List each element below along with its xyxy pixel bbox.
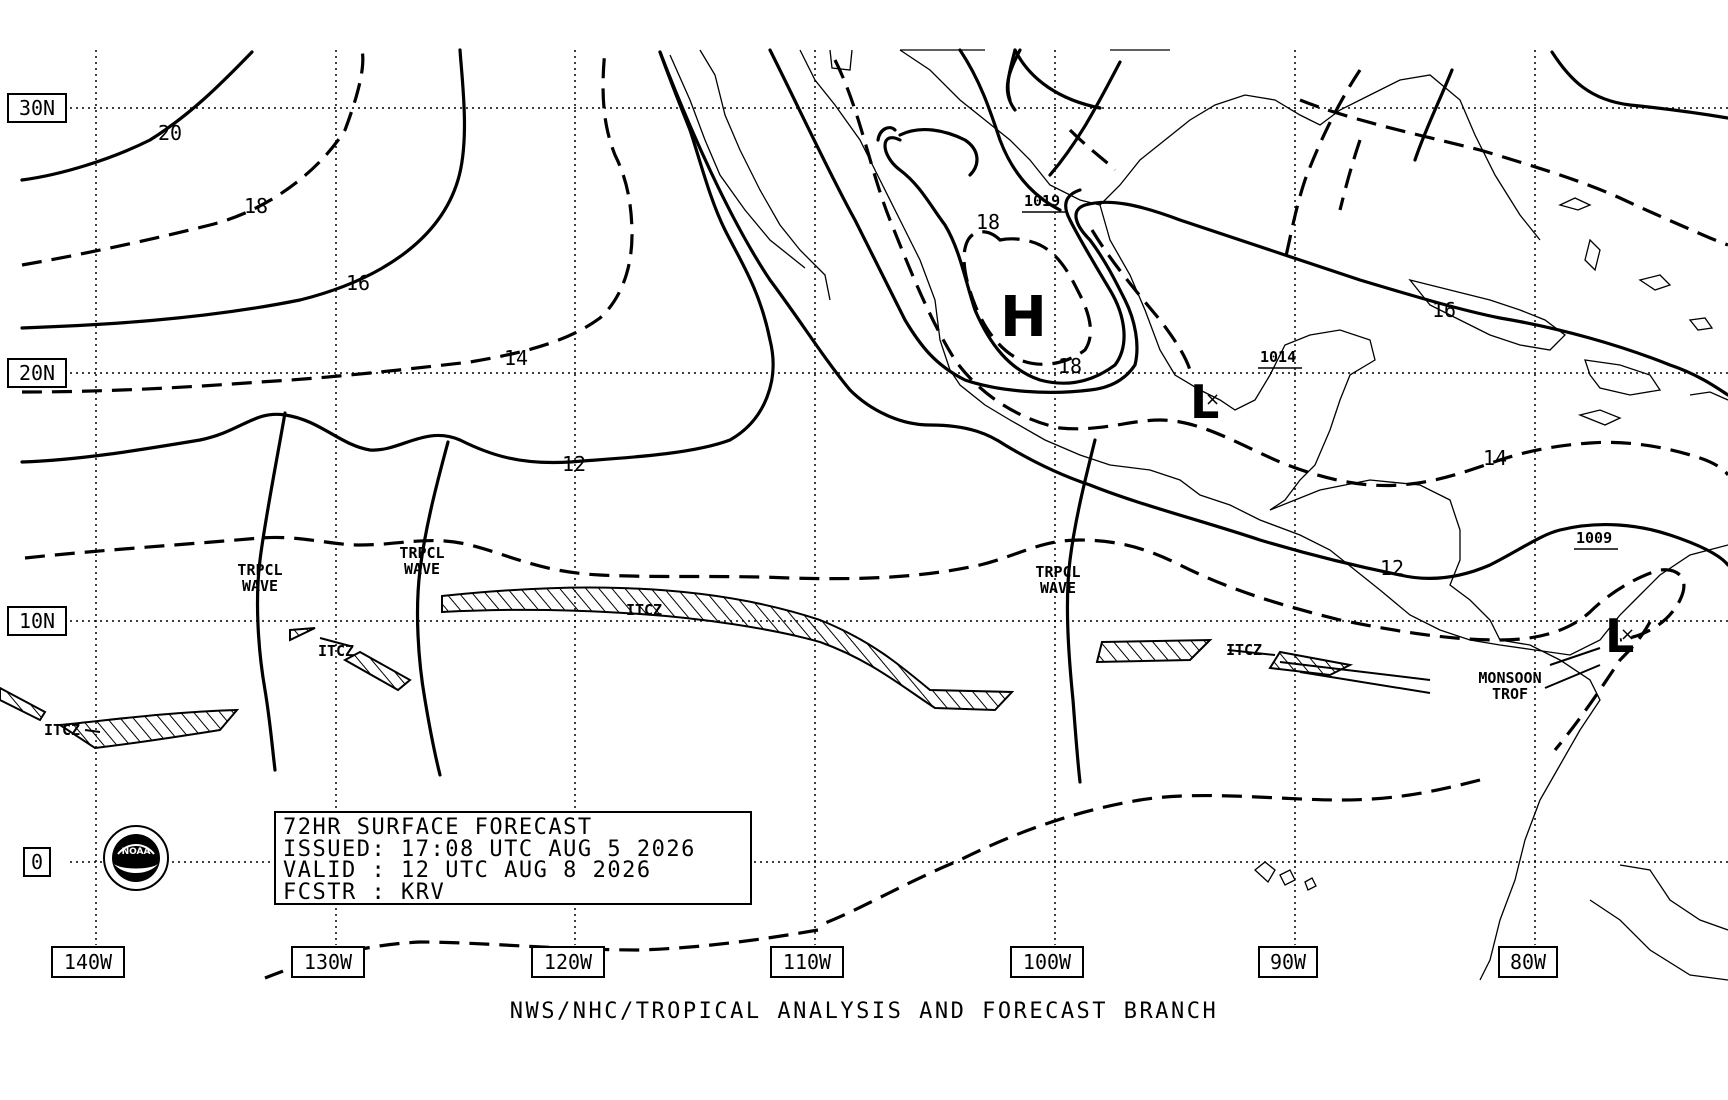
itcz-label: ITCZ: [318, 642, 354, 660]
forecast-title: 72HR SURFACE FORECAST: [283, 815, 593, 840]
itcz-label: ITCZ: [1226, 641, 1262, 659]
isobar-label: 14: [504, 346, 528, 370]
tropical-waves: [255, 411, 1097, 784]
coastlines: [669, 49, 1728, 981]
pressure-center-value: 1014: [1260, 348, 1296, 366]
isobar-label: 18: [976, 210, 1000, 234]
itcz-label: ITCZ: [44, 721, 80, 739]
longitude-label: 140W: [64, 950, 113, 974]
longitude-label: 80W: [1510, 950, 1547, 974]
forecast-valid: VALID : 12 UTC AUG 8 2026: [283, 858, 652, 883]
isobar-label: 20: [158, 121, 182, 145]
isobar-label: 12: [1380, 556, 1404, 580]
latitude-label: 20N: [19, 361, 55, 385]
low-pressure-symbol: L: [1190, 375, 1219, 429]
solid-isobars: [20, 48, 1728, 580]
latitude-labels: 30N 20N 10N 0: [7, 93, 67, 877]
longitude-label: 130W: [304, 950, 353, 974]
noaa-logo: NOAA: [103, 825, 169, 891]
forecast-info-box: 72HR SURFACE FORECAST ISSUED: 17:08 UTC …: [274, 811, 752, 905]
high-pressure-symbol: H: [1000, 285, 1047, 350]
pressure-symbols: H L L × ×: [1000, 285, 1635, 663]
forecast-issued: ISSUED: 17:08 UTC AUG 5 2026: [283, 836, 696, 862]
itcz-bands: [0, 586, 1354, 750]
itcz-connectors: [84, 637, 1601, 733]
forecast-forecaster: FCSTR : KRV: [283, 879, 446, 905]
low-center-x-icon: ×: [1620, 624, 1635, 645]
svg-text:NOAA: NOAA: [122, 847, 151, 857]
isobar-label: 18: [1058, 354, 1082, 378]
footer-credit: NWS/NHC/TROPICAL ANALYSIS AND FORECAST B…: [509, 999, 1219, 1024]
low-pressure-symbol: L: [1605, 609, 1634, 663]
pressure-center-value: 1009: [1576, 529, 1612, 547]
longitude-label: 120W: [544, 950, 593, 974]
isobar-label: 16: [1432, 298, 1456, 322]
latitude-label: 0: [31, 850, 43, 874]
itcz-label: ITCZ: [626, 601, 662, 619]
longitude-labels: 140W 130W 120W 110W 100W 90W 80W: [51, 946, 1558, 978]
longitude-label: 100W: [1023, 950, 1072, 974]
isobar-label: 12: [562, 452, 586, 476]
pressure-center-values: 1019 1014 1009: [1022, 192, 1618, 550]
longitude-label: 90W: [1270, 950, 1307, 974]
dashed-isobars: [21, 49, 1728, 980]
high-ridge-isobars: [876, 48, 1126, 385]
isobar-label: 18: [244, 194, 268, 218]
isobar-label: 16: [346, 271, 370, 295]
low-center-x-icon: ×: [1205, 389, 1220, 410]
latitude-label: 30N: [19, 96, 55, 120]
latitude-label: 10N: [19, 609, 55, 633]
isobar-label: 14: [1483, 446, 1507, 470]
isobar-value-labels: 20 18 16 14 12 18 18 16 14 12: [158, 121, 1507, 580]
longitude-label: 110W: [783, 950, 832, 974]
pressure-center-value: 1019: [1024, 192, 1060, 210]
